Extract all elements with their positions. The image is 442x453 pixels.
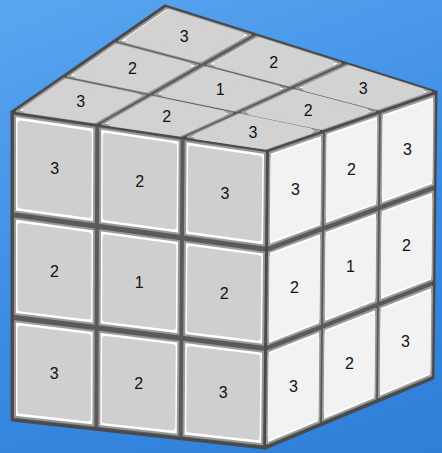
cubie-number: 2 — [155, 108, 179, 126]
cubie-bevel — [100, 129, 180, 234]
cubie-face — [189, 349, 257, 437]
cubie-number: 2 — [127, 375, 151, 393]
cubie-bevel — [381, 96, 434, 204]
cubie-face — [197, 117, 310, 147]
cubie-number: 2 — [120, 60, 144, 78]
cubie-bevel — [184, 242, 264, 345]
cubie-number: 3 — [351, 80, 375, 98]
cubie-number: 3 — [69, 93, 93, 111]
cubie-number: 3 — [211, 384, 235, 402]
cubie-bevel — [15, 321, 94, 425]
cubie-number: 3 — [172, 28, 196, 46]
cubie-number: 3 — [396, 141, 420, 159]
cubie-number: 3 — [284, 181, 308, 199]
cubie-number: 3 — [394, 333, 418, 351]
cubie-number: 3 — [213, 185, 237, 203]
cubie-face — [105, 238, 173, 328]
cubie-bevel — [15, 219, 94, 324]
cubie-bevel — [324, 212, 377, 322]
cubie-number: 1 — [208, 81, 232, 99]
cubie-face — [384, 199, 430, 293]
cubie-number: 2 — [212, 285, 236, 303]
cubie-number: 2 — [128, 173, 152, 191]
cubie-bevel — [99, 332, 178, 435]
cubie-face — [273, 143, 319, 238]
cubie-bevel — [269, 135, 322, 245]
cubie-bevel — [325, 115, 378, 224]
cube-body — [265, 92, 436, 448]
cubie-number: 2 — [283, 279, 307, 297]
cubie-number: 2 — [262, 54, 286, 72]
cubie-number: 2 — [340, 161, 364, 179]
cubie-number: 1 — [127, 274, 151, 292]
cubie-face — [383, 295, 429, 390]
cubie-face — [328, 220, 374, 315]
cubie-number: 3 — [282, 378, 306, 396]
cubie-face — [329, 123, 375, 217]
cubie-face — [21, 124, 89, 215]
cubie-face — [271, 339, 317, 436]
cubie-face — [385, 104, 431, 197]
cubie-face — [21, 226, 89, 317]
cubie-face — [77, 47, 189, 90]
cubie-bevel — [15, 116, 94, 222]
cubie-number: 1 — [339, 258, 363, 276]
cubie-number: 2 — [42, 263, 66, 281]
cubie-bevel — [323, 309, 376, 421]
cubie-face — [105, 339, 173, 428]
cubie-number: 2 — [338, 355, 362, 373]
cubie-number: 2 — [296, 102, 320, 120]
cubie-number: 3 — [43, 160, 67, 178]
cubie-face — [106, 136, 175, 227]
cubie-number: 3 — [241, 124, 265, 142]
cubie-face — [20, 329, 88, 419]
cubie-bevel — [185, 141, 265, 245]
cubie-bevel — [268, 233, 321, 345]
cubie-bevel — [379, 287, 432, 397]
cube-body — [12, 112, 268, 448]
cubie-face — [191, 149, 260, 239]
cubie-bevel — [380, 191, 433, 300]
cubie-bevel — [100, 230, 179, 334]
cubie-face — [327, 317, 373, 413]
cubie-bevel — [267, 331, 320, 444]
cubie-face — [190, 249, 259, 338]
cubie-number: 3 — [42, 365, 66, 383]
cubie-face — [272, 241, 318, 337]
cubie-bevel — [184, 342, 263, 444]
cubie-number: 2 — [395, 237, 419, 255]
